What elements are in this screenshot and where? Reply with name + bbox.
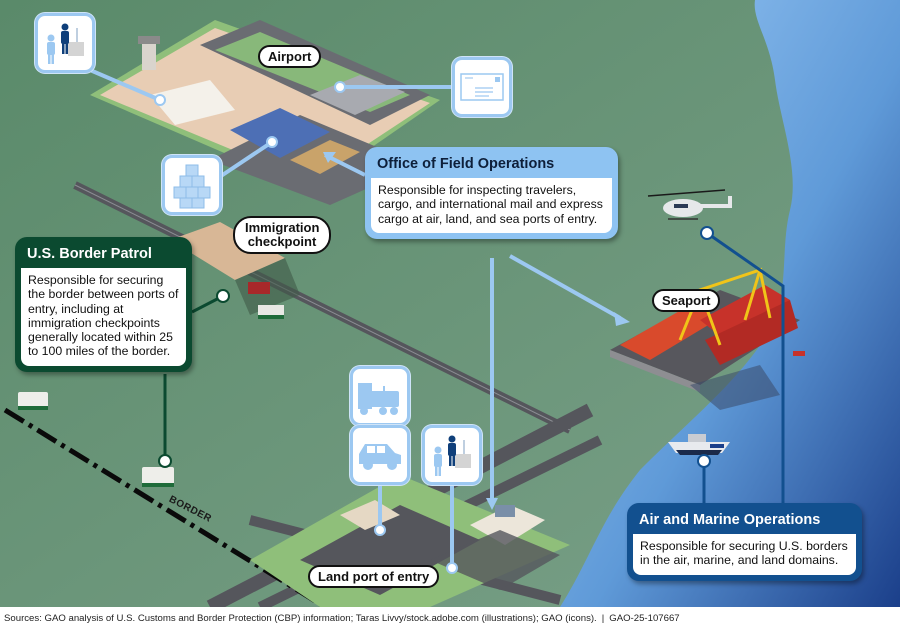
callout-title: U.S. Border Patrol	[27, 246, 152, 262]
checkpoint-illustration	[170, 222, 300, 319]
ocean	[560, 0, 900, 607]
immigration-checkpoint-label: Immigration checkpoint	[233, 216, 331, 254]
callout-title: Office of Field Operations	[377, 156, 555, 172]
international-mail-icon	[452, 57, 512, 117]
seaport-illustration	[610, 267, 800, 410]
callout-title: Air and Marine Operations	[639, 512, 821, 528]
cbp-operations-illustration: Airport Immigration checkpoint Seaport L…	[0, 0, 900, 607]
airport-label: Airport	[258, 45, 322, 68]
patrol-boat-illustration	[668, 434, 730, 455]
land-port-of-entry-label: Land port of entry	[308, 565, 440, 588]
traveler-inspection-icon	[422, 425, 482, 485]
footer-separator: |	[601, 613, 605, 624]
report-number: GAO-25-107667	[609, 613, 680, 624]
callout-description: Responsible for inspecting travelers, ca…	[371, 178, 612, 233]
helicopter-illustration	[647, 189, 732, 220]
traveler-inspection-icon	[35, 13, 95, 73]
us-border-patrol-callout: U.S. Border Patrol Responsible for secur…	[15, 237, 192, 372]
callout-description: Responsible for securing U.S. borders in…	[633, 534, 856, 575]
connector-dots	[154, 81, 714, 574]
scene-background	[0, 0, 900, 607]
air-and-marine-operations-callout: Air and Marine Operations Responsible fo…	[627, 503, 862, 581]
commercial-truck-icon	[350, 366, 410, 426]
passenger-vehicle-icon	[350, 425, 410, 485]
border-patrol-vehicles	[18, 392, 174, 487]
seaport-label: Seaport	[652, 289, 721, 312]
callout-description: Responsible for securing the border betw…	[21, 268, 186, 366]
ofo-connectors	[89, 68, 621, 568]
office-of-field-operations-callout: Office of Field Operations Responsible f…	[365, 147, 618, 239]
small-vessel	[793, 351, 805, 356]
sources-text: Sources: GAO analysis of U.S. Customs an…	[4, 613, 597, 624]
cargo-boxes-icon	[162, 155, 222, 215]
source-footer: Sources: GAO analysis of U.S. Customs an…	[4, 613, 680, 624]
ofo-arrowheads	[323, 152, 630, 510]
